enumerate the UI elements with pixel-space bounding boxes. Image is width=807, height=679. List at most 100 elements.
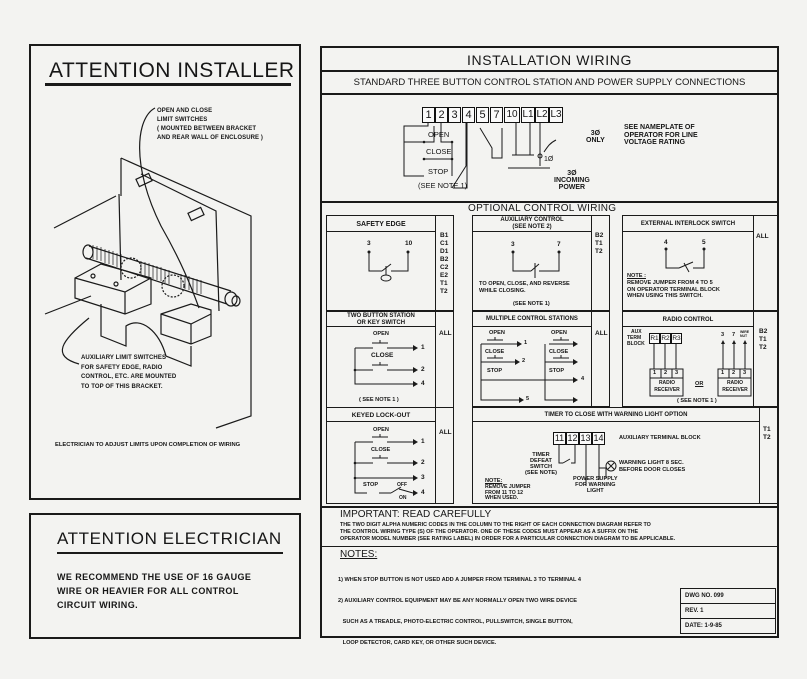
safety-edge-diagram: SAFETY EDGE B1 C1 D1 B2 C2 E2 T1 T2 3 10: [326, 215, 454, 311]
interlock-codes: ALL: [756, 233, 769, 240]
three-phase-only: 3Ø ONLY: [586, 130, 605, 144]
timer-defeat-switch-label: TIMER DEFEAT SWITCH (SEE NOTE): [525, 452, 558, 476]
electrician-body: WE RECOMMEND THE USE OF 16 GAUGE WIRE OR…: [57, 572, 252, 610]
radio-note: ( SEE NOTE 1 ): [677, 398, 717, 404]
keyed-lockout-diagram: KEYED LOCK-OUT ALL OPEN CLOSE STOP OFF O…: [326, 407, 454, 504]
close-label: CLOSE: [426, 147, 452, 156]
incoming-power: 3Ø INCOMING POWER: [554, 170, 590, 191]
input-3: 3: [721, 332, 725, 338]
interlock-switch-icon: [664, 247, 706, 273]
timer-title: TIMER TO CLOSE WITH WARNING LIGHT OPTION: [544, 412, 688, 418]
terminal-5: 5: [476, 107, 489, 123]
terminal-7-label: 7: [557, 241, 561, 248]
terminal-5-label: 5: [702, 239, 706, 246]
terminal-L1: L1: [521, 107, 535, 123]
output-4: 4: [421, 380, 425, 387]
radio-receiver-a: RADIO RECEIVER: [654, 380, 680, 393]
stop-label-b: STOP: [549, 368, 565, 374]
rx-term-2: 2: [664, 370, 668, 376]
terminal-2: 2: [435, 107, 448, 123]
output-3: 3: [421, 474, 425, 481]
output-1: 1: [421, 344, 425, 351]
aux-control-note: (SEE NOTE 1): [513, 301, 550, 307]
divider: [473, 326, 591, 327]
divider: [473, 421, 759, 422]
divider: [681, 603, 775, 604]
wiring-panel: INSTALLATION WIRING STANDARD THREE BUTTO…: [320, 46, 779, 646]
divider: [322, 93, 777, 95]
aux-terminal-block-label: AUXILIARY TERMINAL BLOCK: [619, 435, 701, 441]
interlock-diagram: EXTERNAL INTERLOCK SWITCH ALL 4 5 NOTE :…: [622, 215, 778, 311]
interlock-note: REMOVE JUMPER FROM 4 TO 5 ON OPERATOR TE…: [627, 280, 720, 299]
important-title: IMPORTANT: READ CAREFULLY: [340, 509, 492, 520]
wire-nut-label: WIRE NUT: [740, 330, 750, 338]
close-label-a: CLOSE: [485, 349, 505, 355]
timer-wiring: [558, 445, 617, 486]
single-phase-label: 1Ø: [544, 156, 554, 163]
electrician-panel: ATTENTION ELECTRICIAN WE RECOMMEND THE U…: [29, 513, 301, 639]
limit-switch-callout: OPEN AND CLOSE LIMIT SWITCHES ( MOUNTED …: [157, 108, 264, 141]
important-body: THE TWO DIGIT ALPHA NUMERIC CODES IN THE…: [340, 522, 676, 542]
code-column-divider: [591, 216, 592, 310]
two-button-wiring: [353, 340, 418, 387]
multiple-title: MULTIPLE CONTROL STATIONS: [486, 316, 578, 322]
aux-switch-callout: AUXILIARY LIMIT SWITCHES FOR SAFETY EDGE…: [81, 355, 177, 390]
wiring-title: INSTALLATION WIRING: [467, 52, 632, 68]
divider: [473, 231, 591, 232]
radio-receiver-b: RADIO RECEIVER: [722, 380, 748, 393]
output-2: 2: [421, 459, 425, 466]
terminal-L3: L3: [549, 107, 563, 123]
two-button-codes: ALL: [439, 330, 452, 337]
open-label: OPEN: [373, 427, 389, 433]
output-2: 2: [421, 366, 425, 373]
terminal-7: 7: [490, 107, 503, 123]
divider: [681, 618, 775, 619]
notes-list: 1) WHEN STOP BUTTON IS NOT USED ADD A JU…: [338, 577, 582, 646]
output-1: 1: [524, 340, 528, 346]
rx-term-2: 2: [732, 370, 736, 376]
terminal-3-label: 3: [367, 240, 371, 247]
open-label-b: OPEN: [551, 330, 567, 336]
close-label-b: CLOSE: [549, 349, 569, 355]
drawing-date: DATE: 1-9-85: [685, 623, 722, 629]
warning-light-label: WARNING LIGHT 8 SEC. BEFORE DOOR CLOSES: [619, 460, 686, 473]
aux-control-diagram: AUXILIARY CONTROL (SEE NOTE 2) B2 T1 T2 …: [472, 215, 610, 311]
standard-wiring-lines: [403, 123, 557, 189]
interlock-title: EXTERNAL INTERLOCK SWITCH: [640, 221, 736, 227]
stop-label-a: STOP: [487, 368, 503, 374]
radio-codes: B2 T1 T2: [759, 328, 768, 351]
open-label: OPEN: [428, 130, 450, 139]
aux-control-desc: TO OPEN, CLOSE, AND REVERSE WHILE CLOSIN…: [479, 281, 570, 294]
see-note-label: (SEE NOTE 1): [418, 181, 468, 190]
drawing-number: DWG NO. 099: [685, 593, 724, 599]
radio-control-diagram: RADIO CONTROL B2 T1 T2 AUX TERM BLOCK R1…: [622, 311, 778, 407]
terminal-strip: 1 2 3 4 5 7 10 L1 L2 L3: [422, 107, 563, 123]
terminal-4-label: 4: [664, 239, 668, 246]
code-column-divider: [435, 408, 436, 503]
stop-label: STOP: [428, 167, 449, 176]
stop-label: STOP: [363, 482, 379, 488]
safety-edge-title: SAFETY EDGE: [356, 221, 406, 228]
title-block: DWG NO. 099 REV. 1 DATE: 1-9-85: [680, 588, 776, 634]
timer-note: REMOVE JUMPER FROM 11 TO 12 WHEN USED.: [485, 484, 531, 502]
open-label-a: OPEN: [489, 330, 505, 336]
terminal-1: 1: [422, 107, 435, 123]
rx-term-1: 1: [721, 370, 725, 376]
divider: [322, 506, 777, 508]
terminal-3-label: 3: [511, 241, 515, 248]
interlock-note-head: NOTE :: [627, 273, 646, 279]
code-column-divider: [435, 216, 436, 310]
rx-term-3: 3: [675, 370, 679, 376]
aux-term-block-label: AUX TERM BLOCK: [627, 329, 645, 347]
safety-edge-switch-icon: [367, 250, 410, 282]
close-label: CLOSE: [371, 447, 391, 453]
code-column-divider: [759, 408, 760, 503]
divider: [322, 201, 777, 203]
terminal-10-label: 10: [405, 240, 413, 247]
timer-terminals: 11 12 13 14: [553, 432, 605, 445]
revision: REV. 1: [685, 608, 704, 614]
two-button-title: TWO BUTTON STATION OR KEY SWITCH: [347, 313, 415, 326]
two-button-note: ( SEE NOTE 1 ): [359, 397, 399, 403]
divider: [623, 231, 753, 232]
output-2: 2: [522, 358, 526, 364]
